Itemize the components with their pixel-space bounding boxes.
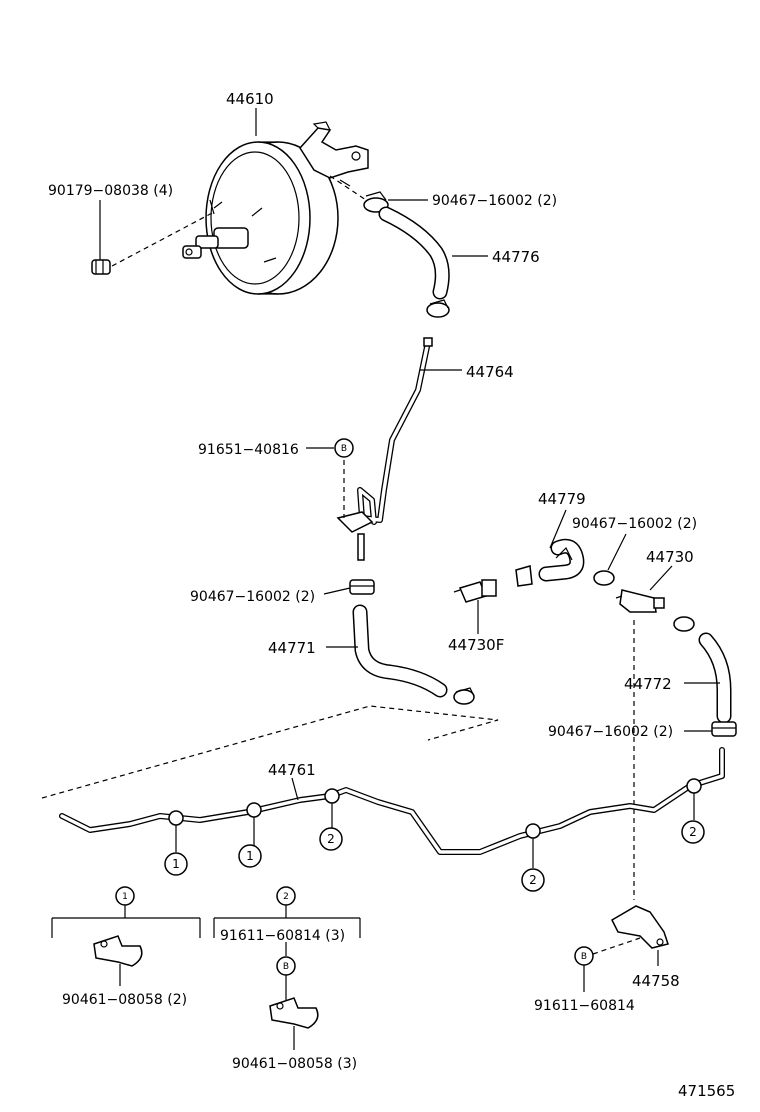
label-91611-group2: 91611−60814 (3) bbox=[220, 928, 345, 944]
clamp-44776-lower[interactable] bbox=[426, 299, 450, 318]
label-90467-top: 90467−16002 (2) bbox=[432, 193, 557, 209]
check-valve-44730F[interactable] bbox=[453, 579, 497, 603]
label-90467-low: 90467−16002 (2) bbox=[548, 724, 673, 740]
svg-text:1: 1 bbox=[246, 849, 254, 863]
clamp-left-44779[interactable] bbox=[515, 565, 533, 587]
label-91651: 91651−40816 bbox=[198, 442, 299, 458]
pipe-44761[interactable] bbox=[59, 747, 725, 855]
clamp-group-1: 1 bbox=[51, 886, 201, 938]
hose-44772[interactable] bbox=[698, 632, 732, 724]
marker-b-group2: B bbox=[276, 956, 296, 1000]
diagram-id: 471565 bbox=[678, 1082, 735, 1100]
svg-text:B: B bbox=[581, 952, 587, 962]
hose-44779[interactable] bbox=[538, 538, 585, 582]
label-44776: 44776 bbox=[492, 248, 540, 266]
marker-1-a: 1 bbox=[164, 852, 188, 876]
labels: 44610 90179−08038 (4) 90467−16002 (2) 44… bbox=[48, 90, 735, 1100]
hose-44776[interactable] bbox=[378, 206, 450, 300]
label-44730: 44730 bbox=[646, 548, 694, 566]
label-44779: 44779 bbox=[538, 490, 586, 508]
clamp-90461-group2[interactable] bbox=[269, 997, 319, 1050]
marker-b-91651: B bbox=[334, 438, 354, 458]
hose-44771[interactable] bbox=[352, 604, 448, 698]
clamp-90461-group1[interactable] bbox=[93, 935, 143, 986]
svg-text:2: 2 bbox=[327, 832, 335, 846]
guide-dashed-frame bbox=[41, 705, 499, 799]
bolt-90179-08038[interactable] bbox=[91, 200, 215, 275]
label-44772: 44772 bbox=[624, 675, 672, 693]
label-44764: 44764 bbox=[466, 363, 514, 381]
svg-text:1: 1 bbox=[122, 892, 128, 902]
filter-44730[interactable] bbox=[615, 589, 665, 613]
label-44758: 44758 bbox=[632, 972, 680, 990]
clamp-44771-end[interactable] bbox=[453, 687, 475, 705]
svg-text:2: 2 bbox=[529, 873, 537, 887]
svg-text:2: 2 bbox=[283, 892, 289, 902]
bracket-91651[interactable] bbox=[336, 460, 374, 561]
clamp-44730-right[interactable] bbox=[673, 616, 695, 632]
label-91611-b: 91611−60814 bbox=[534, 998, 635, 1014]
svg-text:2: 2 bbox=[689, 825, 697, 839]
clamp-90467-mid[interactable] bbox=[349, 579, 375, 595]
label-90467-mid: 90467−16002 (2) bbox=[190, 589, 315, 605]
bracket-44758[interactable] bbox=[611, 905, 669, 966]
marker-b-44758: B bbox=[574, 937, 641, 992]
clamp-90467-top[interactable] bbox=[329, 175, 389, 213]
brake-booster-44610[interactable] bbox=[182, 121, 369, 295]
label-44730F: 44730F bbox=[448, 636, 504, 654]
clamp-90467-right[interactable] bbox=[593, 570, 615, 586]
svg-text:1: 1 bbox=[172, 857, 180, 871]
label-90179: 90179−08038 (4) bbox=[48, 183, 173, 199]
svg-text:B: B bbox=[283, 962, 289, 972]
label-90461-group2: 90461−08058 (3) bbox=[232, 1056, 357, 1072]
label-44771: 44771 bbox=[268, 639, 316, 657]
svg-text:B: B bbox=[341, 444, 347, 454]
marker-2-c: 2 bbox=[681, 820, 705, 844]
pipe-clamps-44761 bbox=[168, 778, 702, 868]
clamp-90467-low[interactable] bbox=[711, 721, 737, 737]
label-90461-group1: 90461−08058 (2) bbox=[62, 992, 187, 1008]
marker-1-b: 1 bbox=[238, 844, 262, 868]
label-44761: 44761 bbox=[268, 761, 316, 779]
label-44610: 44610 bbox=[226, 90, 274, 108]
leader-lines bbox=[255, 108, 720, 801]
clamp-group-2: 2 bbox=[213, 886, 361, 956]
label-90467-right: 90467−16002 (2) bbox=[572, 516, 697, 532]
marker-2-b: 2 bbox=[521, 868, 545, 892]
marker-2-a: 2 bbox=[319, 827, 343, 851]
pipe-44764[interactable] bbox=[357, 337, 433, 525]
